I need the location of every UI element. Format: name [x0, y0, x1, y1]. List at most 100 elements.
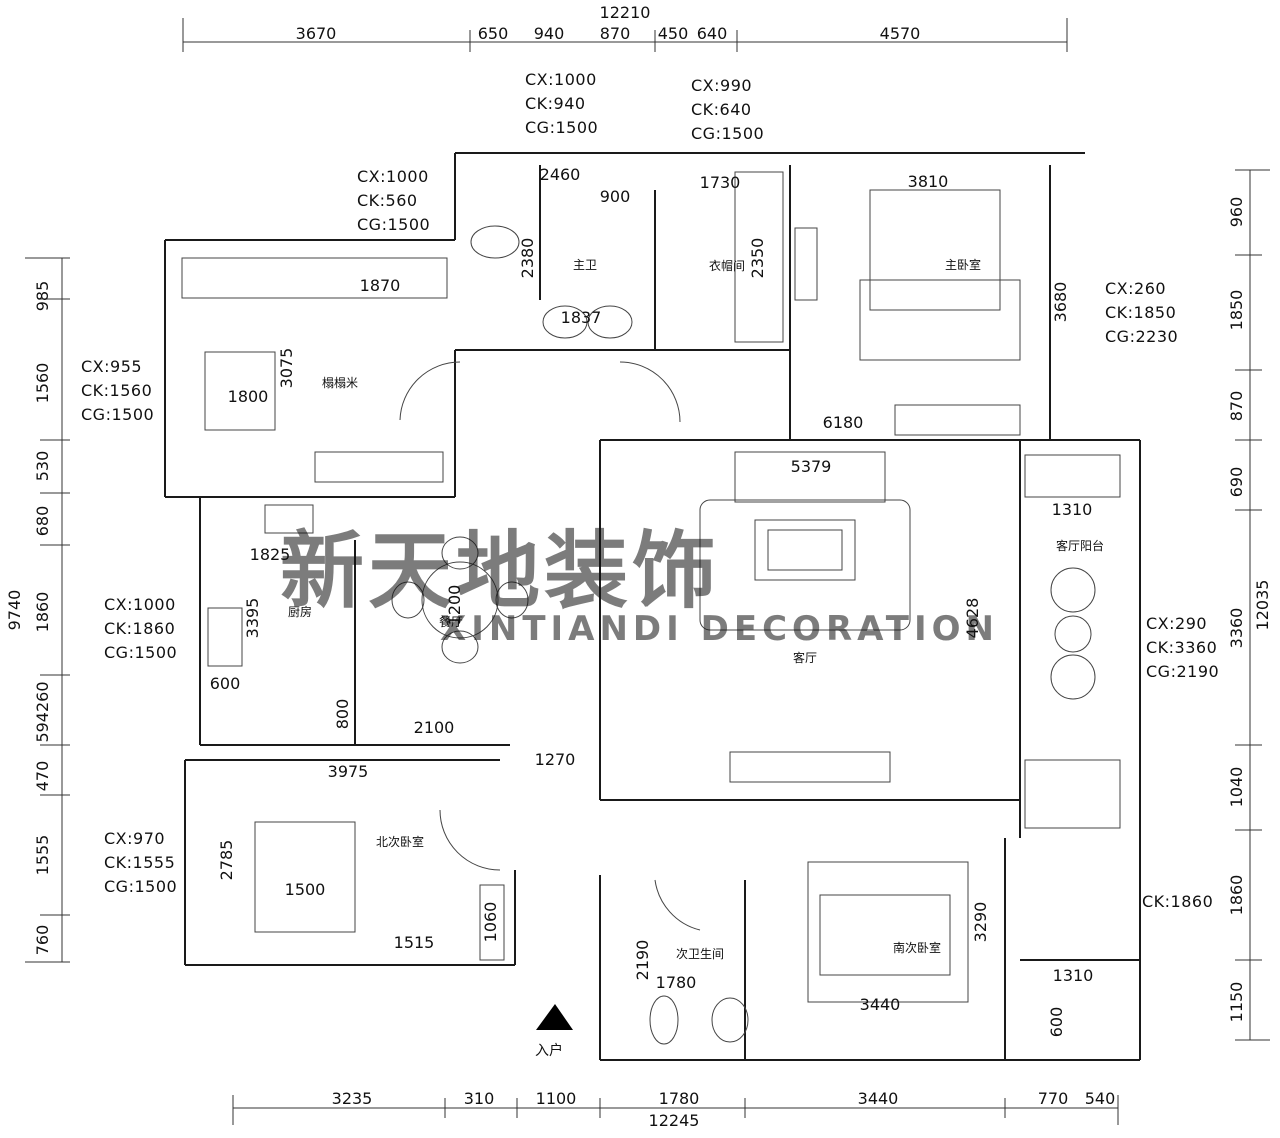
opening-spec-line: CX:1000: [357, 167, 429, 186]
opening-spec-line: CK:1860: [104, 619, 175, 638]
dimension-label: 1515: [394, 933, 435, 952]
dimension-label: 310: [464, 1089, 495, 1108]
dimension-label: 1730: [700, 173, 741, 192]
opening-spec-line: CK:560: [357, 191, 418, 210]
opening-spec-line: CK:1850: [1105, 303, 1176, 322]
entrance-label: 入户: [535, 1042, 563, 1059]
dimension-label: 1825: [250, 545, 291, 564]
dimension-label: 1800: [228, 387, 269, 406]
entrance-arrow-icon: [536, 1004, 573, 1030]
furniture: [181, 171, 1121, 1045]
opening-spec-line: CG:1500: [104, 643, 177, 662]
opening-spec-line: CG:1500: [691, 124, 764, 143]
dimension-label: 680: [33, 506, 52, 537]
dimension-label: 2350: [748, 238, 767, 279]
dimension-label: 530: [33, 451, 52, 482]
opening-spec-line: CK:940: [525, 94, 586, 113]
room-label: 衣帽间: [709, 258, 745, 273]
opening-spec-line: CG:2190: [1146, 662, 1219, 681]
opening-spec-line: CK:640: [691, 100, 752, 119]
dimension-label: 3975: [328, 762, 369, 781]
dimension-label: 3670: [296, 24, 337, 43]
opening-spec-line: CK:1560: [81, 381, 152, 400]
opening-spec-line: CX:1000: [525, 70, 597, 89]
watermark-en: XINTIANDI DECORATION: [440, 609, 999, 649]
dimension-label: 1860: [33, 592, 52, 633]
dimension-label: 770: [1038, 1089, 1069, 1108]
opening-specs: CX:1000CK:940CG:1500CX:990CK:640CG:1500C…: [81, 70, 1219, 911]
dimension-label: 650: [478, 24, 509, 43]
dimension-label: 3075: [277, 348, 296, 389]
opening-spec-line: CK:1860: [1142, 892, 1213, 911]
opening-spec-line: CX:990: [691, 76, 752, 95]
dimension-label: 3360: [1227, 608, 1246, 649]
dimension-label: 540: [1085, 1089, 1116, 1108]
dimension-label: 1310: [1053, 966, 1094, 985]
room-label: 主卫: [573, 258, 597, 272]
dimension-label: 760: [33, 925, 52, 956]
dimension-lines: [25, 18, 1270, 1125]
dimension-label: 470: [33, 761, 52, 792]
dimension-label: 1100: [536, 1089, 577, 1108]
room-label: 北次卧室: [376, 834, 424, 849]
dimension-label: 2100: [414, 718, 455, 737]
dimension-label: 12245: [649, 1111, 700, 1130]
dimension-label: 6180: [823, 413, 864, 432]
dimension-label: 4628: [963, 598, 982, 639]
dimension-label: 1850: [1227, 290, 1246, 331]
dimension-label: 690: [1227, 467, 1246, 498]
room-labels: 主卫衣帽间主卧室榻榻米厨房餐厅客厅客厅阳台北次卧室次卫生间南次卧室: [288, 257, 1104, 961]
dimension-label: 600: [210, 674, 241, 693]
dimension-label: 12210: [600, 3, 651, 22]
dimension-label: 4570: [880, 24, 921, 43]
dimension-label: 3440: [860, 995, 901, 1014]
dimension-label: 1060: [481, 902, 500, 943]
dimension-label: 3440: [858, 1089, 899, 1108]
room-label: 主卧室: [945, 257, 981, 272]
dimension-label: 870: [600, 24, 631, 43]
room-label: 餐厅: [439, 614, 463, 629]
opening-spec-line: CX:260: [1105, 279, 1166, 298]
dimension-label: 900: [600, 187, 631, 206]
dimension-label: 1150: [1227, 982, 1246, 1023]
dimension-label: 960: [1227, 197, 1246, 228]
dimension-label: 5379: [791, 457, 832, 476]
dimension-label: 1200: [445, 585, 464, 626]
dimension-label: 1870: [360, 276, 401, 295]
opening-spec-line: CK:1555: [104, 853, 175, 872]
dimension-label: 3235: [332, 1089, 373, 1108]
dimension-label: 600: [1047, 1007, 1066, 1038]
room-label: 客厅: [793, 650, 817, 665]
room-label: 厨房: [288, 604, 312, 619]
dimension-label: 594260: [33, 681, 52, 742]
dimensions-right: 12035 960 1850 870 690 3360 1040 1860 1150: [1227, 197, 1272, 1023]
dimension-label: 1780: [656, 973, 697, 992]
dimension-label: 1555: [33, 835, 52, 876]
dimension-label: 3810: [908, 172, 949, 191]
dimension-label: 9740: [5, 590, 24, 631]
dimension-label: 2460: [540, 165, 581, 184]
opening-spec-line: CG:1500: [357, 215, 430, 234]
dimension-label: 1040: [1227, 767, 1246, 808]
dimension-label: 985: [33, 281, 52, 312]
dimension-label: 2380: [518, 238, 537, 279]
opening-spec-line: CX:955: [81, 357, 142, 376]
dimension-label: 870: [1227, 391, 1246, 422]
opening-spec-line: CX:1000: [104, 595, 176, 614]
opening-spec-line: CK:3360: [1146, 638, 1217, 657]
dimension-label: 940: [534, 24, 565, 43]
dimension-label: 1860: [1227, 875, 1246, 916]
dimension-label: 3680: [1051, 282, 1070, 323]
dimension-label: 1270: [535, 750, 576, 769]
dimension-label: 640: [697, 24, 728, 43]
opening-spec-line: CX:290: [1146, 614, 1207, 633]
watermark-cn: 新天地装饰: [280, 522, 720, 620]
dimension-label: 12035: [1253, 580, 1272, 631]
opening-spec-line: CX:970: [104, 829, 165, 848]
dimension-label: 1310: [1052, 500, 1093, 519]
dimension-label: 800: [333, 699, 352, 730]
room-label: 榻榻米: [322, 376, 358, 390]
